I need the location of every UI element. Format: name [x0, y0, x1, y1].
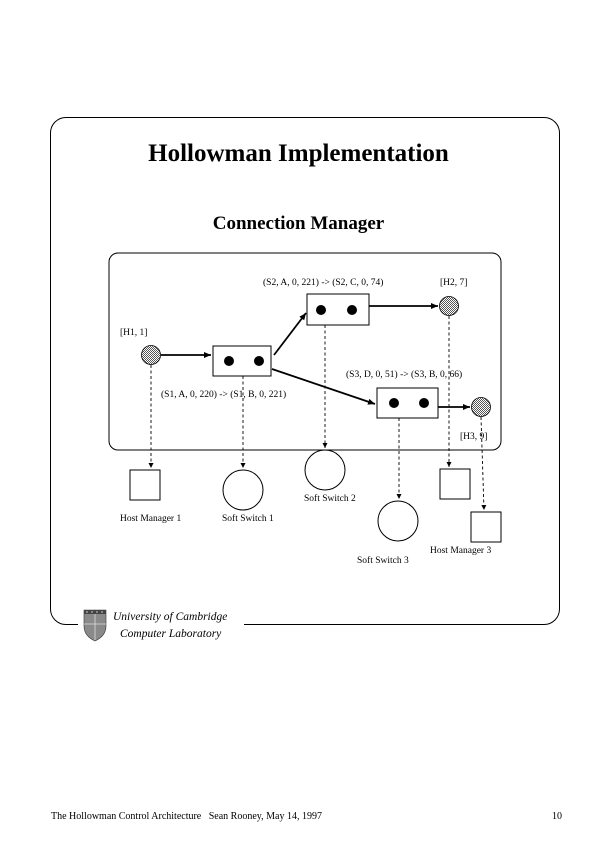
label-soft-switch-3: Soft Switch 3 [357, 555, 409, 566]
logo-line-2: Computer Laboratory [120, 628, 222, 640]
host-h2-node [439, 296, 459, 316]
page-number: 10 [552, 811, 562, 822]
label-host-manager-1: Host Manager 1 [120, 514, 181, 524]
logo-line-1: University of Cambridge [113, 611, 227, 623]
host-h3-node [471, 397, 491, 417]
soft-switch-1 [222, 469, 264, 511]
cambridge-crest-icon [83, 609, 107, 642]
label-s1-mapping: (S1, A, 0, 220) -> (S1, B, 0, 221) [161, 389, 286, 400]
network-region [108, 252, 502, 451]
label-s3-mapping: (S3, D, 0, 51) -> (S3, B, 0, 66) [346, 369, 462, 380]
slide-subtitle: Connection Manager [212, 213, 385, 234]
switch-s3 [376, 387, 439, 419]
host-manager-1 [129, 469, 161, 501]
label-s2-mapping: (S2, A, 0, 221) -> (S2, C, 0, 74) [263, 277, 383, 288]
label-soft-switch-1: Soft Switch 1 [222, 513, 274, 524]
switch-s1 [212, 345, 272, 377]
soft-switch-2 [304, 449, 346, 491]
footer-text: The Hollowman Control Architecture Sean … [51, 811, 322, 822]
label-h1: [H1, 1] [120, 328, 147, 338]
link-s1-s2 [273, 312, 307, 356]
slide-frame [50, 117, 560, 625]
host-manager-2 [439, 468, 471, 500]
label-host-manager-3: Host Manager 3 [430, 546, 491, 556]
soft-switch-3 [377, 500, 419, 542]
slide-title: Hollowman Implementation [148, 140, 449, 167]
control-line-host3 [480, 416, 487, 511]
label-h2: [H2, 7] [440, 278, 467, 288]
label-h3: [H3, 9] [460, 432, 487, 442]
host-h1-node [141, 345, 161, 365]
host-manager-3 [470, 511, 502, 543]
link-s1-s3 [271, 368, 376, 405]
switch-s2 [306, 293, 370, 326]
label-soft-switch-2: Soft Switch 2 [304, 493, 356, 504]
